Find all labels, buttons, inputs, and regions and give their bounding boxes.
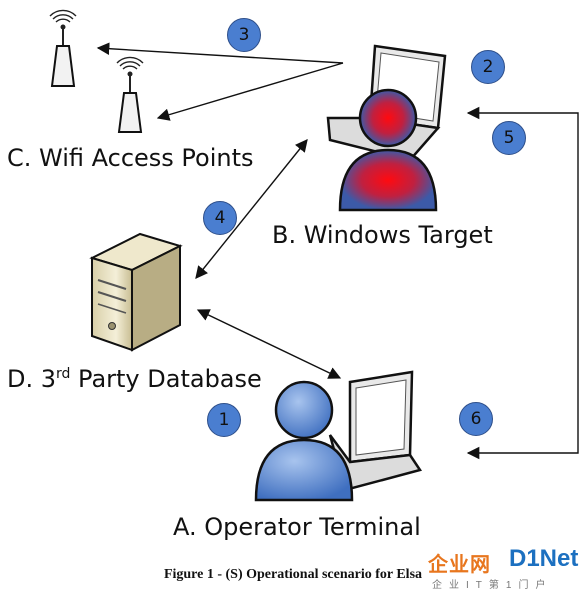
- target-person-icon: [338, 88, 438, 212]
- wifi-access-point-icon: [116, 56, 144, 133]
- wifi-access-point-icon: [49, 9, 77, 87]
- database-label-suffix: Party Database: [70, 365, 262, 393]
- watermark-net: D1Net: [509, 545, 579, 572]
- arrow-target-database: [195, 139, 308, 279]
- step-badge-5: 5: [492, 121, 526, 155]
- arrow-target-to-wifi-2: [156, 62, 344, 121]
- windows-target-label: B. Windows Target: [272, 221, 493, 249]
- third-party-database-label: D. 3rd Party Database: [7, 365, 262, 393]
- step-badge-6: 6: [459, 402, 493, 436]
- laptop-icon: [328, 370, 423, 492]
- step-badge-1: 1: [207, 403, 241, 437]
- step-badge-4: 4: [203, 201, 237, 235]
- figure-caption: Figure 1 - (S) Operational scenario for …: [163, 567, 423, 582]
- watermark-tagline: 企业IT第1门户: [432, 580, 553, 591]
- operator-person-icon: [254, 380, 354, 502]
- arrow-operator-to-target: [466, 106, 579, 460]
- watermark-brand: 企业网: [428, 554, 491, 576]
- step-badge-2: 2: [471, 50, 505, 84]
- arrow-database-operator: [196, 309, 342, 379]
- wifi-access-points-label: C. Wifi Access Points: [7, 144, 254, 172]
- database-label-superscript: rd: [56, 366, 71, 382]
- arrow-target-to-wifi-1: [96, 42, 344, 64]
- database-server-icon: [89, 232, 183, 352]
- operator-terminal-label: A. Operator Terminal: [173, 513, 421, 541]
- database-label-prefix: D. 3: [7, 365, 57, 393]
- step-badge-3: 3: [227, 18, 261, 52]
